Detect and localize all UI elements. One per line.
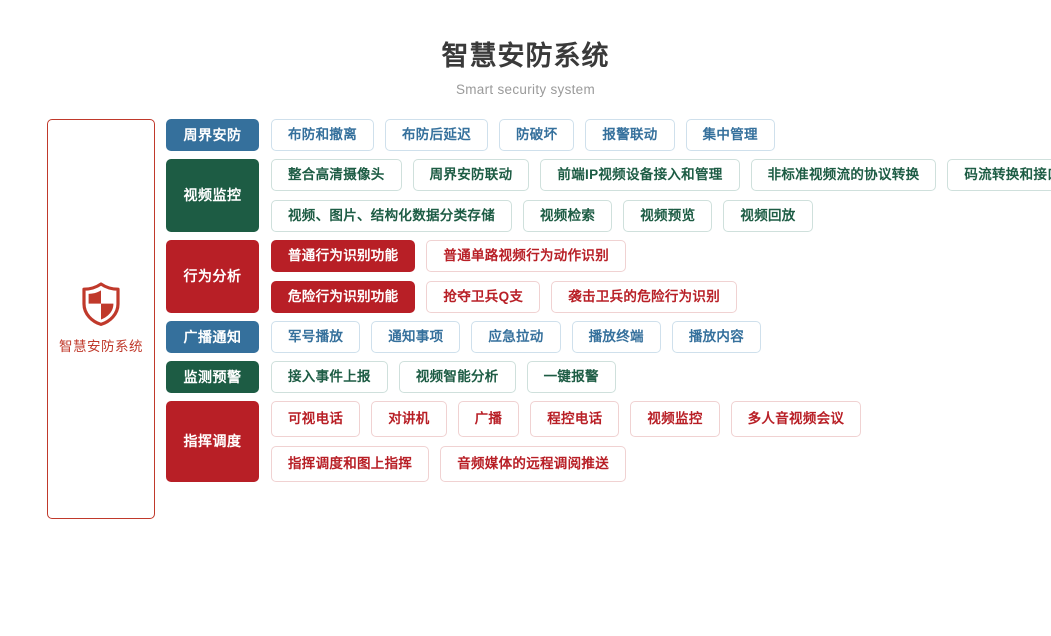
- sidebar-label: 智慧安防系统: [59, 339, 143, 355]
- feature-chip[interactable]: 视频预览: [623, 199, 713, 232]
- feature-chip[interactable]: 军号播放: [271, 320, 361, 353]
- feature-chip[interactable]: 布防和撤离: [271, 118, 374, 151]
- feature-chip[interactable]: 对讲机: [371, 400, 447, 437]
- feature-chip[interactable]: 播放内容: [671, 320, 762, 353]
- feature-chip-group: 接入事件上报视频智能分析一键报警: [271, 360, 1051, 393]
- feature-chip[interactable]: 非标准视频流的协议转换: [750, 158, 937, 191]
- page-subtitle: Smart security system: [455, 81, 596, 97]
- feature-chip[interactable]: 指挥调度和图上指挥: [271, 445, 430, 482]
- feature-chip-line: 布防和撤离布防后延迟防破坏报警联动集中管理: [271, 118, 1051, 151]
- feature-chip[interactable]: 可视电话: [271, 400, 361, 437]
- feature-chip-group: 军号播放通知事项应急拉动播放终端播放内容: [271, 320, 1051, 353]
- feature-chip[interactable]: 多人音视频会议: [730, 400, 862, 437]
- feature-chip-line: 普通行为识别功能普通单路视频行为动作识别: [271, 239, 1051, 272]
- shield-icon: [81, 282, 121, 327]
- feature-chip[interactable]: 抢夺卫兵Q支: [426, 280, 541, 313]
- feature-chip[interactable]: 袭击卫兵的危险行为识别: [551, 280, 738, 313]
- feature-chip-group: 可视电话对讲机广播程控电话视频监控多人音视频会议指挥调度和图上指挥音频媒体的远程…: [271, 400, 1051, 482]
- category-label-4[interactable]: 监测预警: [166, 360, 259, 393]
- category-label-1[interactable]: 视频监控: [166, 158, 259, 232]
- feature-chip[interactable]: 音频媒体的远程调阅推送: [440, 445, 627, 482]
- category-row: 指挥调度可视电话对讲机广播程控电话视频监控多人音视频会议指挥调度和图上指挥音频媒…: [166, 400, 1051, 482]
- feature-chip[interactable]: 周界安防联动: [412, 158, 530, 191]
- feature-chip[interactable]: 报警联动: [585, 118, 675, 151]
- feature-chip-line: 指挥调度和图上指挥音频媒体的远程调阅推送: [271, 445, 1051, 482]
- sidebar-system-card[interactable]: 智慧安防系统: [47, 118, 155, 519]
- category-row: 广播通知军号播放通知事项应急拉动播放终端播放内容: [166, 320, 1051, 353]
- feature-chip-group: 布防和撤离布防后延迟防破坏报警联动集中管理: [271, 118, 1051, 151]
- feature-chip-line: 可视电话对讲机广播程控电话视频监控多人音视频会议: [271, 400, 1051, 437]
- feature-chip[interactable]: 通知事项: [371, 320, 461, 353]
- feature-chip-line: 军号播放通知事项应急拉动播放终端播放内容: [271, 320, 1051, 353]
- category-row: 周界安防布防和撤离布防后延迟防破坏报警联动集中管理: [166, 118, 1051, 151]
- sidebar-card-inner: 智慧安防系统: [59, 282, 143, 355]
- feature-chip-line: 接入事件上报视频智能分析一键报警: [271, 360, 1051, 393]
- feature-chip[interactable]: 视频检索: [523, 199, 613, 232]
- feature-chip[interactable]: 一键报警: [526, 360, 616, 393]
- feature-chip[interactable]: 普通单路视频行为动作识别: [426, 239, 627, 272]
- feature-chip[interactable]: 视频、图片、结构化数据分类存储: [271, 199, 512, 232]
- feature-chip[interactable]: 播放终端: [571, 320, 661, 353]
- feature-chip[interactable]: 应急拉动: [471, 320, 561, 353]
- feature-chip-line: 危险行为识别功能抢夺卫兵Q支袭击卫兵的危险行为识别: [271, 280, 1051, 313]
- feature-chip[interactable]: 接入事件上报: [271, 360, 388, 393]
- feature-chip-group: 普通行为识别功能普通单路视频行为动作识别危险行为识别功能抢夺卫兵Q支袭击卫兵的危…: [271, 239, 1051, 313]
- feature-chip[interactable]: 程控电话: [530, 400, 620, 437]
- category-label-0[interactable]: 周界安防: [166, 118, 259, 151]
- page-title: 智慧安防系统: [441, 41, 610, 71]
- feature-chip-line: 视频、图片、结构化数据分类存储视频检索视频预览视频回放: [271, 199, 1051, 232]
- feature-chip[interactable]: 广播: [457, 400, 520, 437]
- feature-chip[interactable]: 防破坏: [499, 118, 575, 151]
- feature-chip[interactable]: 视频回放: [723, 199, 813, 232]
- feature-chip[interactable]: 普通行为识别功能: [271, 239, 416, 272]
- category-row: 行为分析普通行为识别功能普通单路视频行为动作识别危险行为识别功能抢夺卫兵Q支袭击…: [166, 239, 1051, 313]
- feature-chip[interactable]: 码流转换和接口转换: [947, 158, 1051, 191]
- feature-chip[interactable]: 视频智能分析: [398, 360, 516, 393]
- category-label-5[interactable]: 指挥调度: [166, 400, 259, 482]
- feature-chip[interactable]: 布防后延迟: [385, 118, 488, 151]
- feature-chip[interactable]: 集中管理: [685, 118, 775, 151]
- category-row: 监测预警接入事件上报视频智能分析一键报警: [166, 360, 1051, 393]
- feature-chip[interactable]: 危险行为识别功能: [271, 280, 416, 313]
- category-row: 视频监控整合高清摄像头周界安防联动前端IP视频设备接入和管理非标准视频流的协议转…: [166, 158, 1051, 232]
- feature-chip[interactable]: 视频监控: [630, 400, 720, 437]
- main-content: 智慧安防系统 周界安防布防和撤离布防后延迟防破坏报警联动集中管理视频监控整合高清…: [0, 118, 1051, 519]
- category-label-3[interactable]: 广播通知: [166, 320, 259, 353]
- feature-chip[interactable]: 整合高清摄像头: [271, 158, 402, 191]
- feature-chip-line: 整合高清摄像头周界安防联动前端IP视频设备接入和管理非标准视频流的协议转换码流转…: [271, 158, 1051, 191]
- category-label-2[interactable]: 行为分析: [166, 239, 259, 313]
- page-header: 智慧安防系统 Smart security system: [0, 0, 1051, 97]
- feature-chip[interactable]: 前端IP视频设备接入和管理: [540, 158, 740, 191]
- feature-chip-group: 整合高清摄像头周界安防联动前端IP视频设备接入和管理非标准视频流的协议转换码流转…: [271, 158, 1051, 232]
- category-rows: 周界安防布防和撤离布防后延迟防破坏报警联动集中管理视频监控整合高清摄像头周界安防…: [166, 118, 1051, 482]
